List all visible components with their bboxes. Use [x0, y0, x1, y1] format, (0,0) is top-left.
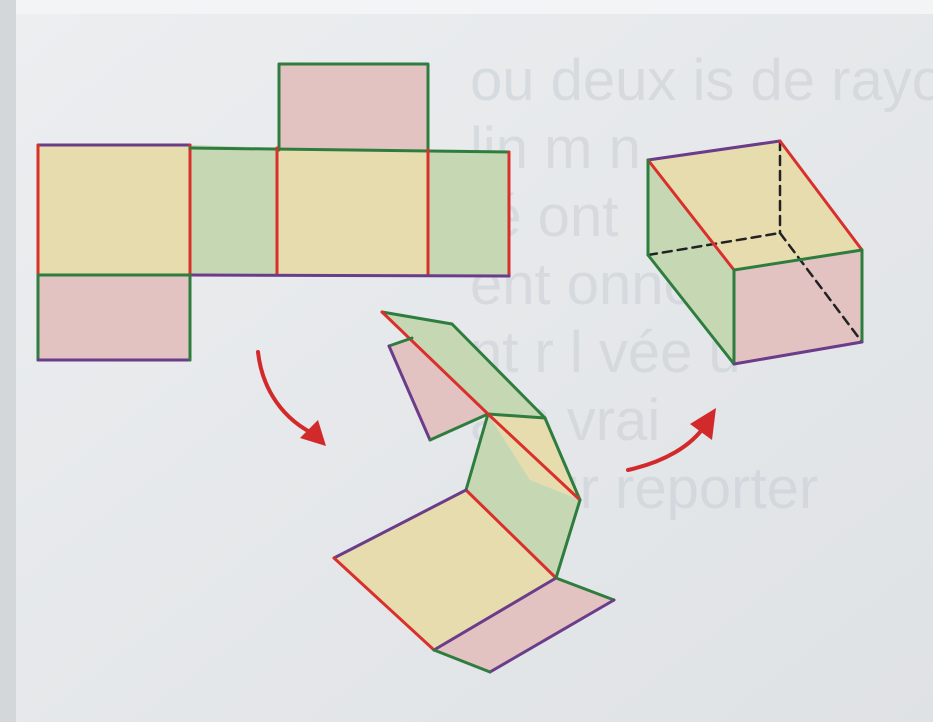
box-edge — [646, 253, 736, 366]
net-edge — [277, 62, 430, 152]
fold-edge — [554, 498, 582, 580]
page-shadow-top — [0, 0, 933, 14]
fold-face-green-side — [466, 414, 580, 578]
arrow-net-to-folding — [256, 350, 320, 438]
box-edge — [732, 340, 864, 366]
fold-edge — [554, 576, 616, 602]
fold-edge — [432, 648, 492, 674]
fold-edge — [464, 412, 490, 492]
open-box — [646, 139, 864, 366]
fold-edge — [332, 488, 468, 560]
arrow-head-icon — [300, 420, 326, 446]
fold-edge — [380, 310, 490, 416]
fold-face-top-flap — [389, 338, 488, 440]
net-face-right — [428, 150, 509, 276]
fold-edge — [488, 598, 616, 674]
fold-edge — [486, 412, 547, 420]
fold-edge — [486, 412, 582, 502]
fold-edge — [332, 556, 436, 652]
net-edge — [188, 146, 511, 154]
net-face-middle — [277, 148, 428, 275]
net-face-bottom — [38, 275, 190, 360]
fold-edge — [543, 416, 582, 502]
folding-net — [332, 310, 616, 674]
fold-face-green-top — [382, 312, 545, 418]
net-face-back — [190, 145, 277, 275]
box-edge — [732, 248, 864, 272]
fold-edge — [464, 488, 558, 580]
box-face-inside — [648, 141, 862, 270]
flat-net — [36, 62, 511, 362]
fold-edge — [428, 412, 490, 442]
box-hidden-edge — [778, 231, 864, 344]
box-face-left — [648, 160, 734, 364]
net-edge — [188, 273, 511, 278]
box-edge — [778, 139, 864, 252]
box-edge — [646, 139, 782, 162]
net-face-left — [38, 145, 190, 275]
fold-edge — [387, 344, 432, 442]
fold-edge — [380, 310, 454, 326]
box-face-front — [734, 250, 862, 364]
fold-edge — [432, 576, 558, 652]
net-face-top — [279, 64, 428, 150]
arrow-head-icon — [690, 408, 716, 440]
fold-edge — [387, 336, 414, 348]
fold-edge — [450, 322, 547, 420]
ghost-text-line: ou deux is de rayo — [470, 48, 933, 113]
fold-face-pink-bottom — [434, 578, 614, 672]
page-shadow-left — [0, 0, 16, 722]
ghost-text-line: nt r l vée u — [470, 320, 741, 385]
box-edge — [646, 158, 736, 272]
